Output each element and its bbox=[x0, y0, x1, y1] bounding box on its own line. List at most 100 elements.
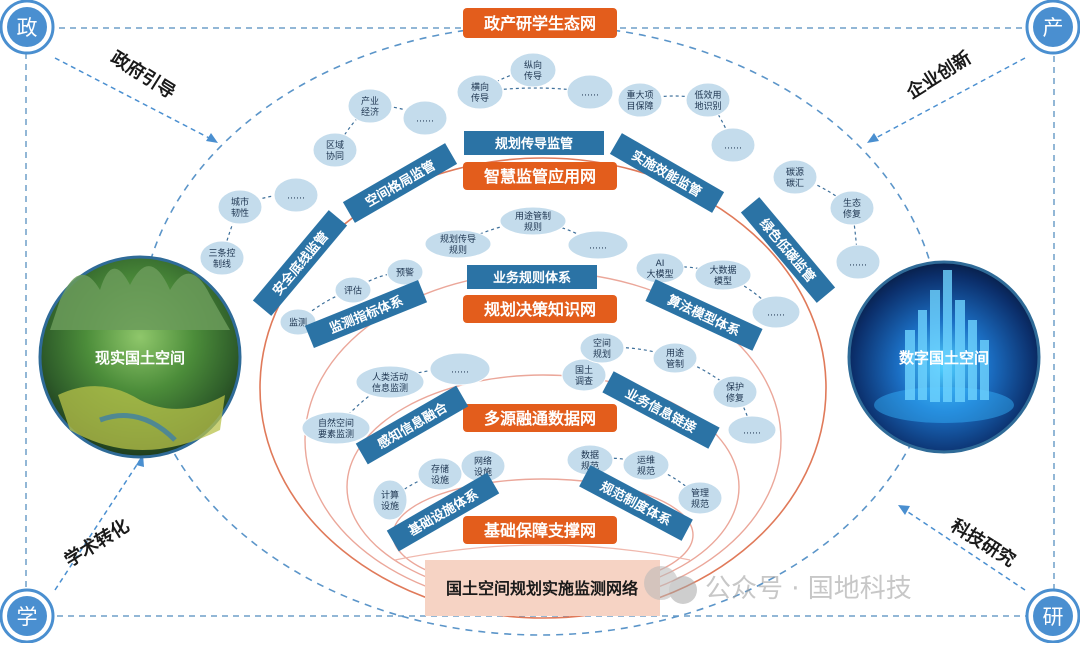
bubble-text: 网络 bbox=[474, 455, 492, 467]
subsystem-label-text: 规划传导监管 bbox=[495, 136, 573, 152]
network-box-4: 基础保障支撑网 bbox=[463, 516, 617, 544]
watermark: 公众号 · 国地科技 bbox=[644, 566, 912, 604]
bubble-text: 管理 bbox=[691, 487, 709, 499]
bubble-text: 地识别 bbox=[694, 100, 721, 112]
subsystem-label-text: 绿色低碳监管 bbox=[756, 216, 818, 286]
bubble-text: 碳源 bbox=[786, 166, 804, 178]
bubble-text: 调查 bbox=[575, 375, 593, 387]
bubble-connector bbox=[722, 274, 777, 313]
bubble-text: …… bbox=[724, 142, 742, 152]
subsystem-label: 业务信息链接 bbox=[602, 371, 720, 449]
digital-space-image: 数字国土空间 bbox=[847, 260, 1041, 454]
bubble-node: …… bbox=[751, 295, 801, 329]
outer-frame bbox=[25, 27, 1055, 617]
monitoring-network-label: 国土空间规划实施监测网络 bbox=[446, 579, 638, 598]
subsystem-label-text: 实施效能监管 bbox=[629, 147, 705, 200]
subsystem-label: 安全底线监管 bbox=[252, 210, 348, 316]
bubble-text: 自然空间 bbox=[318, 417, 354, 429]
bubble-node: …… bbox=[402, 100, 448, 136]
bubble-text: 大数据 bbox=[709, 264, 736, 276]
subsystem-label: 业务规则体系 bbox=[467, 265, 597, 289]
bubble-text: 协同 bbox=[326, 150, 344, 162]
bubble-text: 规则 bbox=[524, 221, 542, 233]
bubble-node: 用途管制 bbox=[652, 342, 698, 374]
bubble-text: 用途 bbox=[666, 347, 684, 359]
network-box-1: 智慧监管应用网 bbox=[463, 162, 617, 190]
corner-badge-chan: 产 bbox=[1025, 0, 1080, 55]
subsystem-label-text: 业务规则体系 bbox=[493, 270, 571, 286]
flow-arrows bbox=[54, 57, 1026, 591]
bubble-text: 规则 bbox=[449, 244, 467, 256]
bubble-text: 运维 bbox=[637, 454, 655, 466]
network-title-1: 智慧监管应用网 bbox=[484, 167, 596, 186]
ecosystem-title: 政产研学生态网 bbox=[484, 14, 596, 33]
bubble-text: …… bbox=[287, 192, 305, 202]
bubble-text: 预警 bbox=[396, 267, 414, 279]
bubble-text: 评估 bbox=[344, 285, 362, 297]
flow-label-gov: 政府引导 bbox=[107, 47, 180, 104]
bubble-text: …… bbox=[589, 242, 607, 252]
bubble-text: 纵向 bbox=[524, 59, 542, 71]
bubble-text: 要素监测 bbox=[318, 428, 354, 440]
watermark-text: 公众号 · 国地科技 bbox=[705, 574, 912, 604]
bubble-text: 国土 bbox=[575, 364, 593, 376]
bubble-text: …… bbox=[451, 366, 469, 376]
bubble-node: 预警 bbox=[386, 258, 424, 286]
subsystem-label: 感知信息融合 bbox=[355, 385, 469, 465]
subsystem-label: 实施效能监管 bbox=[609, 133, 725, 213]
subsystem-group: 数据规范运维规范管理规范规范制度体系 bbox=[566, 444, 723, 541]
bubble-text: 经济 bbox=[361, 106, 379, 118]
bubble-node: …… bbox=[273, 177, 319, 213]
corner-label-chan: 产 bbox=[1043, 16, 1064, 40]
bubble-text: 规划 bbox=[593, 348, 611, 360]
bubble-text: AI bbox=[656, 259, 665, 269]
subsystem-label-text: 感知信息融合 bbox=[375, 399, 451, 452]
subsystem-label-text: 安全底线监管 bbox=[270, 229, 332, 299]
bubble-connector bbox=[334, 105, 371, 151]
bubble-text: 传导 bbox=[471, 92, 489, 104]
bubble-text: …… bbox=[767, 309, 785, 319]
network-title-4: 基础保障支撑网 bbox=[483, 521, 596, 540]
bubble-text: 目保障 bbox=[626, 100, 653, 112]
ecosystem-title-box: 政产研学生态网 bbox=[463, 8, 617, 38]
bubble-connector bbox=[794, 176, 853, 209]
bubble-text: 设施 bbox=[431, 474, 449, 486]
bubble-text: 规划传导 bbox=[440, 233, 476, 245]
bubble-text: 规范 bbox=[637, 465, 655, 477]
bubble-text: 低效用 bbox=[694, 89, 721, 101]
bubble-text: 传导 bbox=[524, 70, 542, 82]
bubble-text: 产业 bbox=[361, 95, 379, 107]
bubble-text: …… bbox=[743, 427, 761, 437]
bubble-text: 生态 bbox=[843, 197, 861, 209]
bubble-text: 数据 bbox=[581, 449, 599, 461]
network-box-2: 规划决策知识网 bbox=[463, 295, 617, 323]
subsystem-label: 空间格局监管 bbox=[342, 143, 458, 223]
digital-space-label: 数字国土空间 bbox=[899, 349, 989, 367]
corner-badge-xue: 学 bbox=[0, 588, 55, 644]
bubble-text: …… bbox=[581, 89, 599, 99]
network-title-2: 规划决策知识网 bbox=[484, 300, 596, 319]
bubble-node: …… bbox=[429, 352, 491, 386]
ring-1 bbox=[259, 157, 827, 619]
bubble-text: 管制 bbox=[666, 358, 684, 370]
